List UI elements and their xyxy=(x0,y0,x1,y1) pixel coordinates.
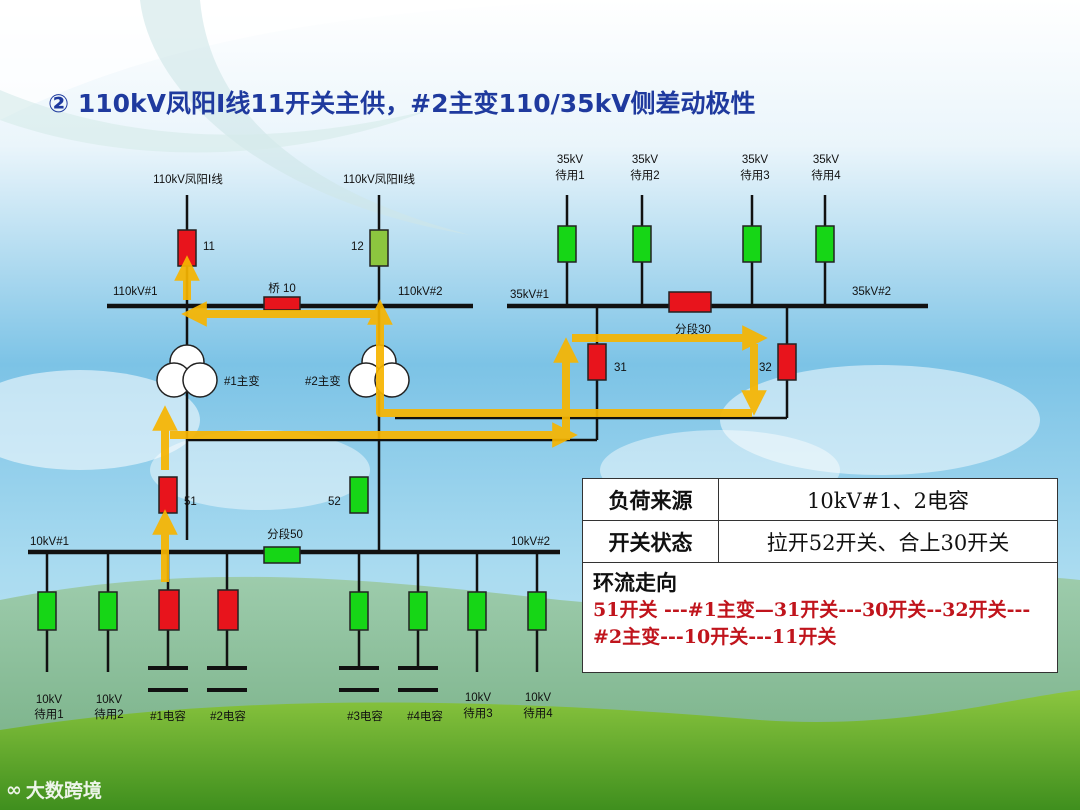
label-f10-2a: 10kV xyxy=(96,694,123,706)
load-source-key: 负荷来源 xyxy=(583,479,719,520)
switch-35kv-4[interactable] xyxy=(815,225,835,263)
switch-11[interactable] xyxy=(177,229,197,267)
label-sw32: 32 xyxy=(759,362,772,374)
flow-direction-key: 环流走向 xyxy=(593,571,677,595)
label-bus-110-2: 110kV#2 xyxy=(398,286,443,298)
label-sw31: 31 xyxy=(614,362,627,374)
label-f35-2a: 35kV xyxy=(632,154,659,166)
label-f10-2b: 待用2 xyxy=(94,707,123,721)
switches xyxy=(37,225,835,631)
label-sec30: 分段30 xyxy=(675,322,711,336)
label-f10-3b: 待用3 xyxy=(463,706,492,720)
label-sw51: 51 xyxy=(184,496,197,508)
label-bus-35-2: 35kV#2 xyxy=(852,286,891,298)
switch-35kv-3[interactable] xyxy=(742,225,762,263)
label-f10-4b: 待用4 xyxy=(523,706,553,720)
switch-cap1[interactable] xyxy=(158,589,180,631)
label-f35-4b: 待用4 xyxy=(811,168,841,182)
label-bus-35-1: 35kV#1 xyxy=(510,289,549,301)
switch-sec30[interactable] xyxy=(668,291,712,313)
label-line-110-2: 110kV凤阳Ⅱ线 xyxy=(343,172,415,186)
label-t2: #2主变 xyxy=(305,374,341,388)
transformer-1 xyxy=(156,344,218,398)
load-source-row: 负荷来源 10kV#1、2电容 xyxy=(583,479,1057,521)
flow-direction-text: 51开关 ---#1主变—31开关---30开关--32开关---#2主变---… xyxy=(593,599,1031,648)
switch-state-row: 开关状态 拉开52开关、合上30开关 xyxy=(583,521,1057,563)
label-f35-4a: 35kV xyxy=(813,154,840,166)
label-f10-4a: 10kV xyxy=(525,692,552,704)
label-bridge: 桥 10 xyxy=(268,282,296,295)
label-f35-3b: 待用3 xyxy=(740,168,769,182)
switch-state-key: 开关状态 xyxy=(583,521,719,562)
switch-10kv-2[interactable] xyxy=(98,591,118,631)
switch-52[interactable] xyxy=(349,476,369,514)
label-sw12: 12 xyxy=(351,241,364,253)
logo-icon: ∞ xyxy=(6,778,22,801)
label-f10-1a: 10kV xyxy=(36,694,63,706)
switch-10kv-1[interactable] xyxy=(37,591,57,631)
label-bus-10-2: 10kV#2 xyxy=(511,536,550,548)
page-title: ② 110kV凤阳Ⅰ线11开关主供，#2主变110/35kV侧差动极性 xyxy=(48,89,756,118)
switch-12[interactable] xyxy=(369,229,389,267)
switch-32[interactable] xyxy=(777,343,797,381)
switch-state-value: 拉开52开关、合上30开关 xyxy=(766,530,1010,555)
switch-35kv-2[interactable] xyxy=(632,225,652,263)
label-f10-1b: 待用1 xyxy=(34,707,63,721)
switch-10kv-3[interactable] xyxy=(467,591,487,631)
flow-arrows xyxy=(152,255,768,582)
switch-cap4[interactable] xyxy=(408,591,428,631)
label-t1: #1主变 xyxy=(224,374,260,388)
label-cap1: #1电容 xyxy=(150,709,186,723)
label-bus-110-1: 110kV#1 xyxy=(113,286,158,298)
switch-35kv-1[interactable] xyxy=(557,225,577,263)
diagram-labels: 110kV凤阳Ⅰ线 110kV凤阳Ⅱ线 110kV#1 110kV#2 桥 10… xyxy=(30,154,891,723)
label-f35-3a: 35kV xyxy=(742,154,769,166)
flow-direction-block: 环流走向 51开关 ---#1主变—31开关---30开关--32开关---#2… xyxy=(583,563,1057,654)
switch-bridge-10[interactable] xyxy=(263,296,301,311)
label-sec50: 分段50 xyxy=(267,527,303,541)
load-source-value: 10kV#1、2电容 xyxy=(807,488,969,513)
label-f35-1b: 待用1 xyxy=(555,168,584,182)
logo-text: 大数跨境 xyxy=(25,780,102,802)
label-sw11: 11 xyxy=(203,241,215,253)
switch-cap2[interactable] xyxy=(217,589,239,631)
switch-cap3[interactable] xyxy=(349,591,369,631)
label-cap2: #2电容 xyxy=(210,709,246,723)
info-table: 负荷来源 10kV#1、2电容 开关状态 拉开52开关、合上30开关 环流走向 … xyxy=(582,478,1058,673)
label-sw52: 52 xyxy=(328,496,341,508)
switch-51[interactable] xyxy=(158,476,178,514)
label-cap4: #4电容 xyxy=(407,709,443,723)
brand-logo: ∞ 大数跨境 xyxy=(6,776,102,803)
switch-sec50[interactable] xyxy=(263,546,301,564)
label-f35-1a: 35kV xyxy=(557,154,584,166)
label-cap3: #3电容 xyxy=(347,709,383,723)
label-f10-3a: 10kV xyxy=(465,692,492,704)
label-line-110-1: 110kV凤阳Ⅰ线 xyxy=(153,172,223,186)
switch-10kv-4[interactable] xyxy=(527,591,547,631)
label-f35-2b: 待用2 xyxy=(630,168,659,182)
switch-31[interactable] xyxy=(587,343,607,381)
label-bus-10-1: 10kV#1 xyxy=(30,536,69,548)
